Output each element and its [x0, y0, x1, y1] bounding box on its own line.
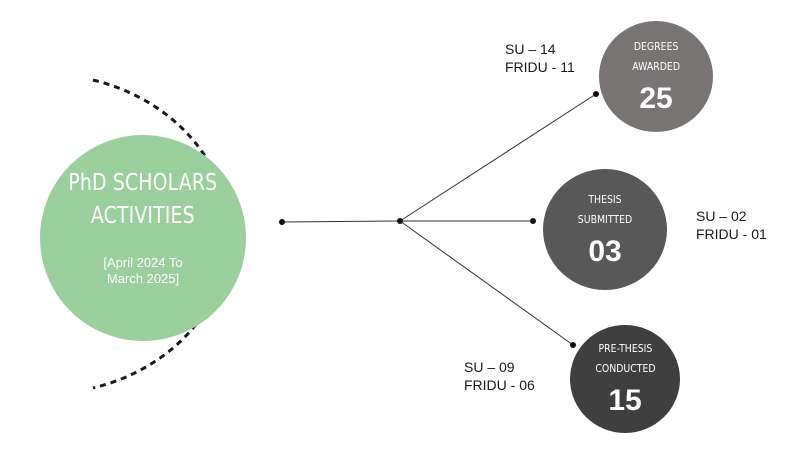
- branch-line-degrees: [399, 93, 597, 222]
- stat-label: DEGREES AWARDED: [632, 39, 680, 73]
- thesis-submitted-circle: THESIS SUBMITTED 03: [543, 169, 667, 290]
- note-line-su: SU – 14: [505, 41, 556, 57]
- stat-value: 03: [588, 234, 622, 268]
- note-line-su: SU – 02: [696, 208, 747, 224]
- prethesis-breakdown: SU – 09 FRIDU - 06: [464, 358, 535, 394]
- phd-scholars-circle: PhD SCHOLARS ACTIVITIES [April 2024 To M…: [40, 135, 246, 341]
- node-dot-start: [279, 219, 285, 225]
- pre-thesis-conducted-circle: PRE-THESIS CONDUCTED 15: [570, 325, 680, 433]
- stat-label: PRE-THESIS CONDUCTED: [594, 342, 656, 375]
- stat-value: 25: [639, 81, 673, 115]
- node-dot-junction: [397, 218, 403, 224]
- trunk-line: [281, 220, 401, 223]
- node-dot-thesis: [530, 218, 536, 224]
- branch-line-prethesis: [399, 220, 574, 346]
- note-line-fridu: FRIDU - 06: [464, 377, 535, 393]
- main-period: [April 2024 To March 2025]: [103, 255, 183, 286]
- note-line-su: SU – 09: [464, 359, 515, 375]
- degrees-awarded-circle: DEGREES AWARDED 25: [599, 21, 713, 132]
- node-dot-degrees: [593, 91, 599, 97]
- note-line-fridu: FRIDU - 11: [505, 59, 575, 75]
- stat-label: THESIS SUBMITTED: [577, 192, 633, 226]
- main-title: PhD SCHOLARS ACTIVITIES: [68, 170, 218, 229]
- note-line-fridu: FRIDU - 01: [696, 226, 767, 242]
- stat-value: 15: [608, 384, 642, 417]
- node-dot-prethesis: [570, 342, 576, 348]
- thesis-breakdown: SU – 02 FRIDU - 01: [696, 207, 767, 243]
- degrees-breakdown: SU – 14 FRIDU - 11: [505, 40, 575, 76]
